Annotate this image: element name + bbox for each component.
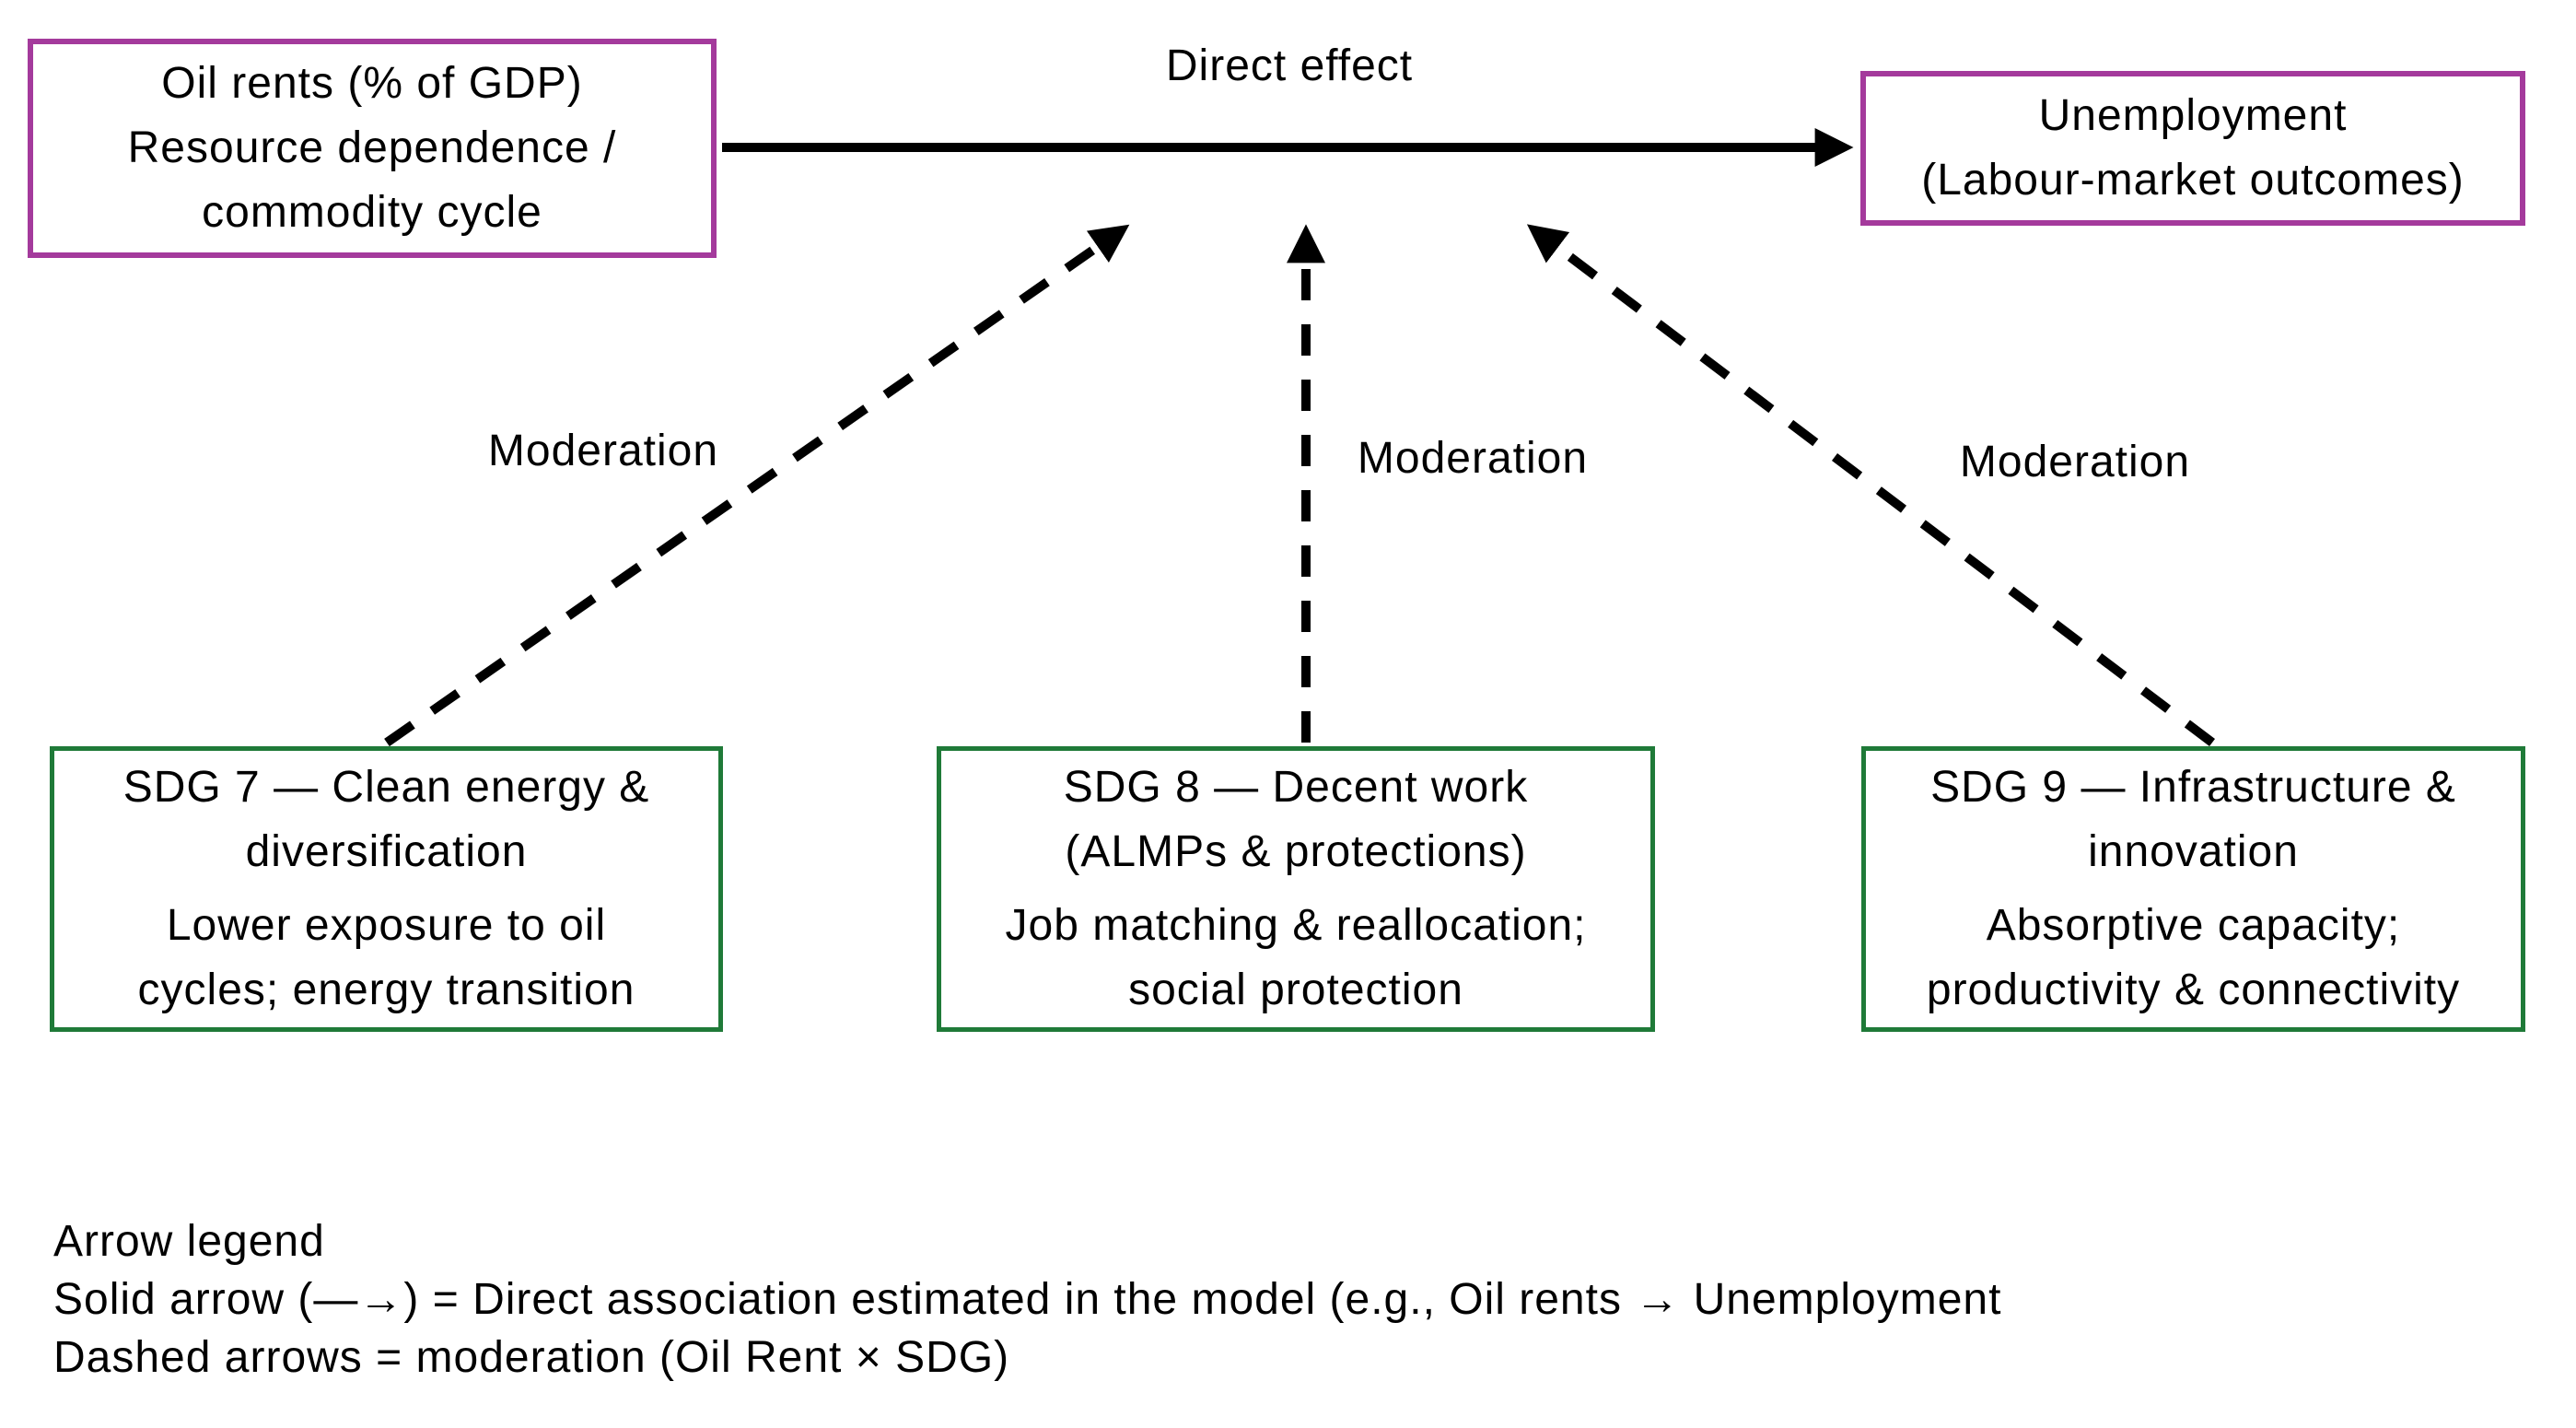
sdg9-description: Absorptive capacity; productivity & conn…	[1926, 901, 2461, 1014]
unemployment-line: (Labour-market outcomes)	[1921, 156, 2465, 205]
unemployment-box: Unemployment (Labour-market outcomes)	[1860, 71, 2525, 226]
sdg7-box: SDG 7 — Clean energy & diversification L…	[50, 746, 723, 1032]
sdg9-title: SDG 9 — Infrastructure & innovation	[1930, 763, 2456, 876]
oil-rents-box: Oil rents (% of GDP) Resource dependence…	[28, 39, 717, 258]
sdg7-title: SDG 7 — Clean energy & diversification	[122, 763, 650, 876]
sdg8-description: Job matching & reallocation; social prot…	[1005, 901, 1587, 1014]
moderation-label-sdg7: Moderation	[487, 427, 719, 475]
legend-solid-arrow-entry: Solid arrow (—→) = Direct association es…	[53, 1275, 2002, 1324]
arrow-legend: Arrow legend Solid arrow (—→) = Direct a…	[53, 1212, 2001, 1387]
sdg8-box: SDG 8 — Decent work (ALMPs & protections…	[937, 746, 1655, 1032]
direct-effect-label: Direct effect	[1165, 41, 1414, 90]
moderation-label-sdg8: Moderation	[1357, 434, 1589, 483]
moderation-arrow-sdg7	[384, 224, 1130, 747]
moderation-arrow-sdg9	[1526, 224, 2216, 746]
oil-rents-line: Resource dependence /	[127, 123, 617, 172]
oil-rents-line: commodity cycle	[202, 188, 542, 237]
unemployment-line: Unemployment	[2038, 91, 2348, 140]
sdg7-description: Lower exposure to oil cycles; energy tra…	[137, 901, 635, 1014]
legend-title: Arrow legend	[53, 1217, 325, 1266]
oil-rents-line: Oil rents (% of GDP)	[161, 59, 583, 108]
sdg9-box: SDG 9 — Infrastructure & innovation Abso…	[1861, 746, 2525, 1032]
moderation-label-sdg9: Moderation	[1959, 438, 2191, 486]
sdg8-title: SDG 8 — Decent work (ALMPs & protections…	[1063, 763, 1529, 876]
legend-dashed-arrow-entry: Dashed arrows = moderation (Oil Rent × S…	[53, 1333, 1010, 1382]
